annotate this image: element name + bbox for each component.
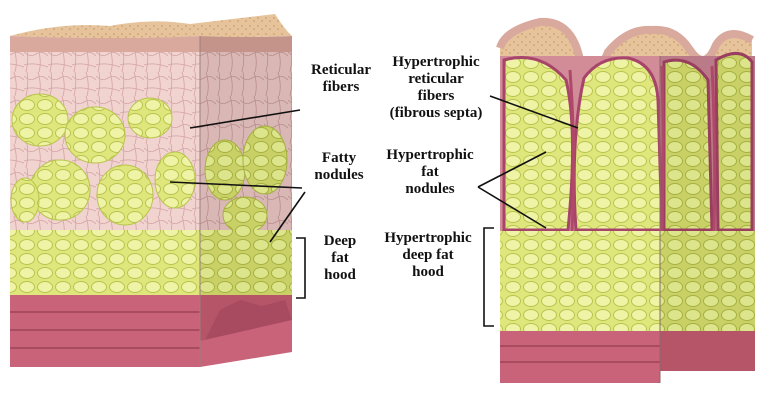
label-reticular-fibers: Reticular fibers bbox=[302, 62, 380, 96]
label-hypertrophic-deep-fat-hood: Hypertrophic deep fat hood bbox=[374, 230, 482, 281]
cellulite-muscle bbox=[500, 331, 660, 383]
normal-skin-surface bbox=[10, 14, 292, 38]
normal-skin-block bbox=[10, 14, 292, 367]
label-hypertrophic-fat-nodules: Hypertrophic fat nodules bbox=[378, 147, 482, 198]
cellulite-skin-block bbox=[500, 22, 755, 383]
normal-deep-fat bbox=[10, 230, 200, 295]
label-fatty-nodules: Fatty nodules bbox=[302, 150, 376, 184]
label-hypertrophic-reticular-fibers: Hypertrophic reticular fibers (fibrous s… bbox=[376, 54, 496, 122]
label-deep-fat-hood: Deep fat hood bbox=[310, 233, 370, 284]
cellulite-deep-fat bbox=[500, 231, 660, 331]
